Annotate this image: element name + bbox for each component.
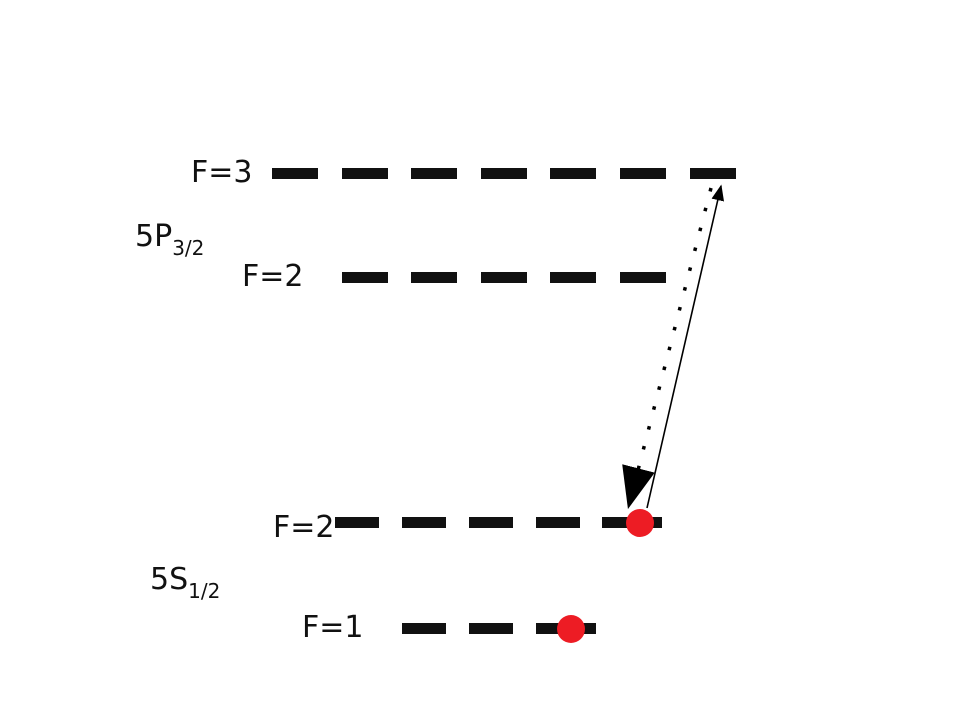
manifold-label-5p: 5P3/2 — [135, 219, 205, 260]
level-label-5p-f2: F=2 — [242, 259, 304, 294]
atom-dot-5s-f2 — [626, 509, 654, 537]
level-label-5s-f2: F=2 — [273, 510, 335, 545]
level-label-5p-f3: F=3 — [191, 155, 253, 190]
solid-excitation-arrow — [646, 184, 725, 509]
level-5p-f2-line — [342, 272, 666, 283]
level-label-5s-f1: F=1 — [302, 610, 364, 645]
level-5p-f3-line — [272, 168, 736, 179]
level-5s-f2-line — [335, 517, 662, 528]
atom-dot-5s-f1 — [557, 615, 585, 643]
dotted-decay-arrow — [622, 187, 713, 510]
manifold-label-5s: 5S1/2 — [150, 562, 221, 603]
